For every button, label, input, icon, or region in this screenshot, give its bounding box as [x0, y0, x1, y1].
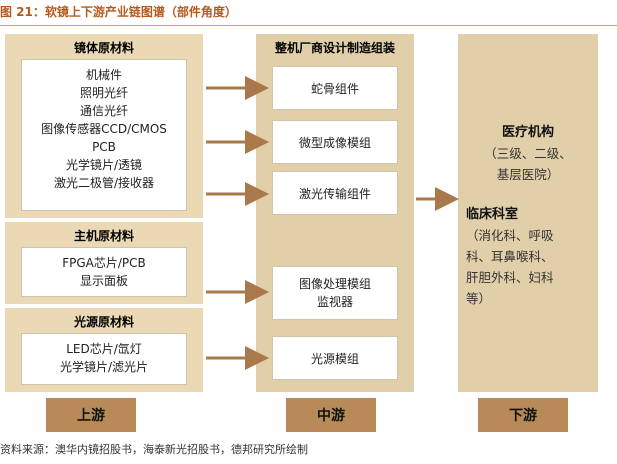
midstream-header: 整机厂商设计制造组装	[274, 41, 395, 55]
list-item: LED芯片/氙灯	[66, 342, 142, 356]
midstream-item: 光源模组	[272, 336, 398, 380]
midstream-column: 整机厂商设计制造组装 蛇骨组件 微型成像模组 激光传输组件 图像处理模组 监视器…	[256, 34, 414, 392]
section-line: （消化科、呼吸	[466, 228, 554, 243]
downstream-section-departments: 临床科室 （消化科、呼吸 科、耳鼻喉科、 肝胆外科、妇科 等）	[458, 204, 598, 309]
upstream-label: 上游	[46, 398, 136, 432]
list-item: FPGA芯片/PCB	[62, 256, 146, 270]
group-items-box: LED芯片/氙灯 光学镜片/滤光片	[21, 333, 187, 385]
group-items-box: 机械件 照明光纤 通信光纤 图像传感器CCD/CMOS PCB 光学镜片/透镜 …	[21, 59, 187, 211]
list-item: 显示面板	[79, 274, 128, 288]
figure-title-text: 图 21：软镜上下游产业链图谱（部件角度）	[0, 5, 237, 19]
section-line: （三级、二级、	[484, 146, 572, 161]
title-rule	[0, 25, 617, 26]
upstream-group-host: 主机原材料 FPGA芯片/PCB 显示面板	[5, 222, 203, 304]
midstream-item: 微型成像模组	[272, 120, 398, 164]
figure-title: 图 21：软镜上下游产业链图谱（部件角度）	[0, 2, 617, 22]
group-header: 镜体原材料	[73, 41, 134, 55]
list-item: 机械件	[85, 68, 122, 82]
upstream-group-light-source: 光源原材料 LED芯片/氙灯 光学镜片/滤光片	[5, 308, 203, 392]
list-item: PCB	[92, 140, 116, 154]
downstream-label: 下游	[478, 398, 568, 432]
downstream-section-institutions: 医疗机构 （三级、二级、 基层医院）	[458, 122, 598, 185]
section-line: 等）	[466, 291, 492, 306]
section-heading: 医疗机构	[501, 125, 554, 140]
group-header: 光源原材料	[73, 315, 134, 329]
group-items-box: FPGA芯片/PCB 显示面板	[21, 247, 187, 297]
list-item: 光学镜片/滤光片	[59, 360, 149, 374]
section-line: 肝胆外科、妇科	[466, 270, 554, 285]
source-note: 资料来源：澳华内镜招股书，海泰新光招股书，德邦研究所绘制	[0, 443, 308, 456]
midstream-item: 蛇骨组件	[272, 66, 398, 110]
group-header: 主机原材料	[73, 229, 134, 243]
downstream-column: 医疗机构 （三级、二级、 基层医院） 临床科室 （消化科、呼吸 科、耳鼻喉科、 …	[458, 34, 598, 392]
midstream-label: 中游	[286, 398, 376, 432]
upstream-group-lens-body: 镜体原材料 机械件 照明光纤 通信光纤 图像传感器CCD/CMOS PCB 光学…	[5, 34, 203, 218]
list-item: 照明光纤	[79, 86, 128, 100]
section-line: 基层医院）	[496, 167, 560, 182]
list-item: 激光二极管/接收器	[53, 176, 155, 190]
list-item: 通信光纤	[79, 104, 128, 118]
section-heading: 临床科室	[466, 207, 519, 222]
section-line: 科、耳鼻喉科、	[466, 249, 554, 264]
midstream-item: 图像处理模组 监视器	[272, 266, 398, 320]
list-item: 图像传感器CCD/CMOS	[41, 122, 167, 136]
list-item: 光学镜片/透镜	[65, 158, 143, 172]
midstream-item: 激光传输组件	[272, 171, 398, 215]
